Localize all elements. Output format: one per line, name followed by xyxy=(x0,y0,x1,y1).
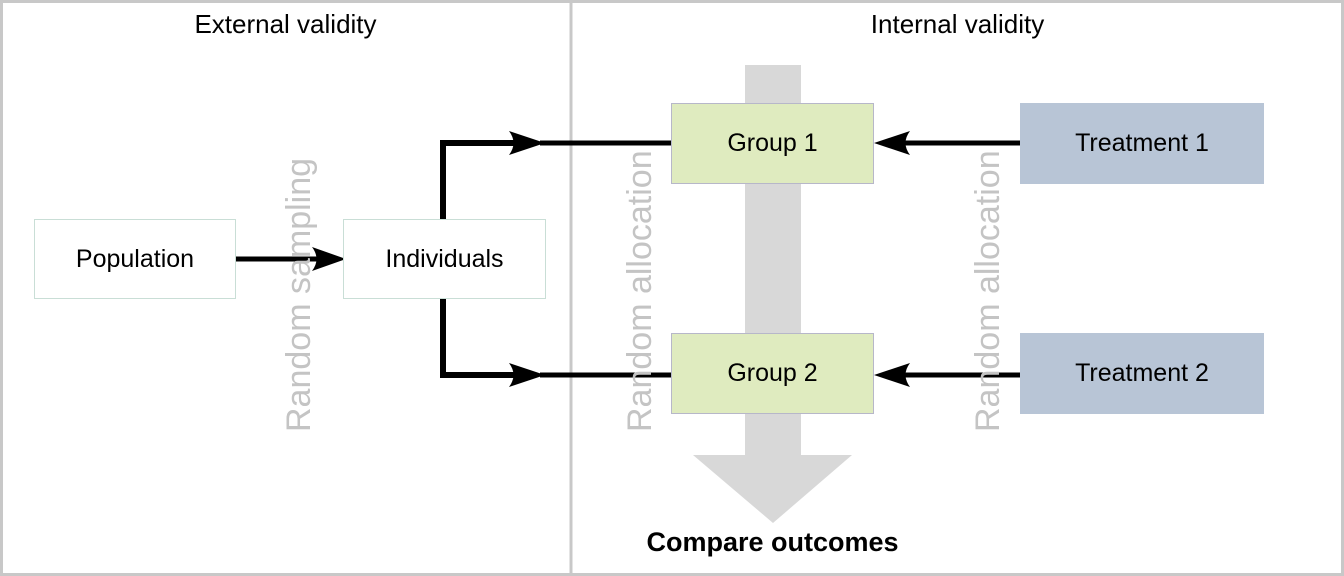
node-group-1-label: Group 1 xyxy=(727,129,818,157)
node-individuals[interactable]: Individuals xyxy=(343,219,546,299)
node-group-1[interactable]: Group 1 xyxy=(671,103,874,184)
node-population-label: Population xyxy=(75,244,195,273)
arrowhead-individuals-group1 xyxy=(509,131,545,155)
node-population[interactable]: Population xyxy=(34,219,236,299)
node-treatment-2[interactable]: Treatment 2 xyxy=(1020,333,1264,414)
arrowhead-treatment2-group2 xyxy=(874,363,910,387)
node-group-2-label: Group 2 xyxy=(727,359,818,387)
arrowhead-treatment1-group1 xyxy=(874,131,910,155)
panel-title-internal-validity: Internal validity xyxy=(870,9,1045,39)
node-treatment-2-label: Treatment 2 xyxy=(1075,359,1209,387)
node-treatment-1-label: Treatment 1 xyxy=(1075,129,1209,157)
connector-individuals-group2 xyxy=(440,299,516,378)
node-group-2[interactable]: Group 2 xyxy=(671,333,874,414)
panel-title-external-validity: External validity xyxy=(194,9,377,39)
arrowhead-population-individuals xyxy=(312,247,346,271)
node-individuals-label: Individuals xyxy=(385,244,504,273)
node-treatment-1[interactable]: Treatment 1 xyxy=(1020,103,1264,184)
arrowhead-individuals-group2 xyxy=(509,363,545,387)
connector-individuals-group1 xyxy=(440,140,516,219)
compare-outcomes-label: Compare outcomes xyxy=(646,527,899,557)
compare-outcomes-arrow xyxy=(693,65,852,523)
